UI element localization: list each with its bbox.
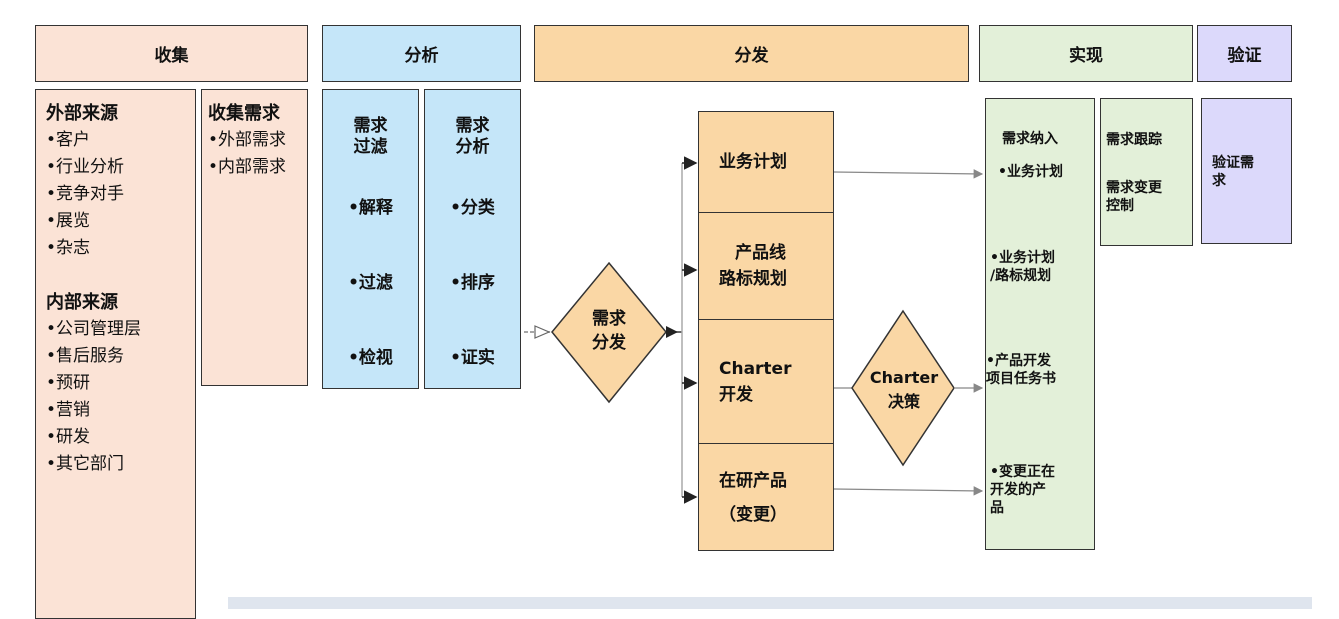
tracking-line3: 控制: [1106, 198, 1134, 214]
impl-item-roadmap: •业务计划 /路标规划: [990, 249, 1055, 285]
distribution-targets: 业务计划 产品线 路标规划 Charter 开发 在研产品 （变更）: [698, 111, 834, 551]
verify-box: 验证需 求: [1201, 98, 1292, 244]
external-item: •客户: [46, 130, 91, 150]
impl-item-change: •变更正在 开发的产 品: [990, 463, 1055, 517]
target-product-line: 产品线 路标规划: [699, 212, 833, 319]
filter-title-1: 需求: [353, 116, 388, 136]
target-in-dev-label-2: （变更）: [719, 505, 787, 525]
tracking-line1: 需求跟踪: [1106, 132, 1162, 148]
header-verify-label: 验证: [1227, 46, 1262, 66]
analysis-title-1: 需求: [455, 116, 490, 136]
filter-box: 需求 过滤 •解释 •过滤 •检视: [322, 89, 419, 389]
dispatch-diamond-label: 需求 分发: [572, 307, 646, 355]
tracking-box: 需求跟踪 需求变更 控制: [1100, 98, 1193, 246]
external-item: •行业分析: [46, 157, 125, 177]
tracking-change-control: 需求变更 控制: [1106, 179, 1162, 215]
external-item: •杂志: [46, 238, 91, 258]
internal-item: •售后服务: [46, 346, 125, 366]
footer-band: [228, 597, 1312, 609]
target-charter-label-2: 开发: [719, 384, 753, 405]
impl-item-charter-1: •产品开发: [986, 353, 1051, 369]
target-charter: Charter 开发: [699, 319, 833, 443]
header-distribute: 分发: [534, 25, 969, 82]
analysis-title-2: 分析: [455, 137, 490, 157]
dispatch-diamond-line1: 需求: [592, 309, 626, 329]
target-product-line-label-2: 路标规划: [719, 269, 787, 289]
internal-sources-title: 内部来源: [46, 292, 118, 313]
tracking-line2: 需求变更: [1106, 180, 1162, 196]
verify-line2: 求: [1212, 173, 1226, 189]
sources-column: 外部来源 •客户 •行业分析 •竞争对手 •展览 •杂志 内部来源 •公司管理层…: [35, 89, 196, 619]
impl-item-change-3: 品: [990, 500, 1004, 516]
implementation-box: 需求纳入 •业务计划 •业务计划 /路标规划 •产品开发 项目任务书 •变更正在…: [985, 98, 1095, 550]
internal-item: •其它部门: [46, 454, 125, 474]
impl-item-change-2: 开发的产: [990, 482, 1046, 498]
charter-decision-diamond: [851, 309, 955, 467]
analysis-box: 需求 分析 •分类 •排序 •证实: [424, 89, 521, 389]
collect-requirements-title: 收集需求: [208, 103, 280, 124]
target-product-line-label-1: 产品线: [735, 243, 786, 263]
analysis-item: •排序: [450, 273, 495, 293]
impl-item-change-1: •变更正在: [990, 464, 1055, 480]
header-implement: 实现: [979, 25, 1193, 82]
header-analyze-label: 分析: [404, 46, 439, 66]
header-verify: 验证: [1197, 25, 1292, 82]
verify-line1: 验证需: [1212, 155, 1254, 171]
open-arrowhead: [534, 325, 551, 339]
verify-text: 验证需 求: [1212, 154, 1254, 190]
charter-decision-line1: Charter: [869, 368, 939, 387]
collect-requirements-box: 收集需求 •外部需求 •内部需求: [201, 89, 308, 386]
header-implement-label: 实现: [1069, 46, 1103, 66]
analysis-item: •证实: [450, 348, 495, 368]
external-sources-title: 外部来源: [46, 103, 118, 124]
target-charter-label-1: Charter: [719, 358, 792, 379]
header-analyze: 分析: [322, 25, 521, 82]
collect-item: •外部需求: [208, 130, 287, 150]
impl-item-charter-2: 项目任务书: [986, 371, 1056, 387]
target-business-plan: 业务计划: [699, 112, 833, 212]
filter-item: •过滤: [348, 273, 393, 293]
external-item: •竞争对手: [46, 184, 125, 204]
internal-item: •营销: [46, 400, 91, 420]
filter-title-2: 过滤: [353, 137, 388, 157]
target-business-plan-label: 业务计划: [719, 152, 787, 172]
analysis-item: •分类: [450, 198, 495, 218]
impl-item-business-plan: •业务计划: [998, 164, 1063, 180]
charter-decision-line2: 决策: [887, 392, 920, 411]
charter-decision-label: Charter 决策: [860, 366, 948, 414]
target-in-dev-label-1: 在研产品: [719, 471, 787, 491]
internal-item: •研发: [46, 427, 91, 447]
collect-item: •内部需求: [208, 157, 287, 177]
impl-item-charter: •产品开发 项目任务书: [986, 352, 1056, 388]
header-distribute-label: 分发: [734, 46, 769, 66]
header-collect: 收集: [35, 25, 308, 82]
dispatch-diamond: [551, 261, 667, 404]
internal-item: •预研: [46, 373, 91, 393]
filter-item: •检视: [348, 348, 393, 368]
impl-item-roadmap-1: •业务计划: [990, 250, 1055, 266]
filter-item: •解释: [348, 198, 393, 218]
impl-item-roadmap-2: /路标规划: [990, 268, 1052, 284]
target-in-dev: 在研产品 （变更）: [699, 443, 833, 552]
impl-include-title: 需求纳入: [1002, 131, 1058, 147]
header-collect-label: 收集: [154, 46, 189, 66]
internal-item: •公司管理层: [46, 319, 142, 339]
external-item: •展览: [46, 211, 91, 231]
dispatch-diamond-line2: 分发: [592, 333, 626, 353]
